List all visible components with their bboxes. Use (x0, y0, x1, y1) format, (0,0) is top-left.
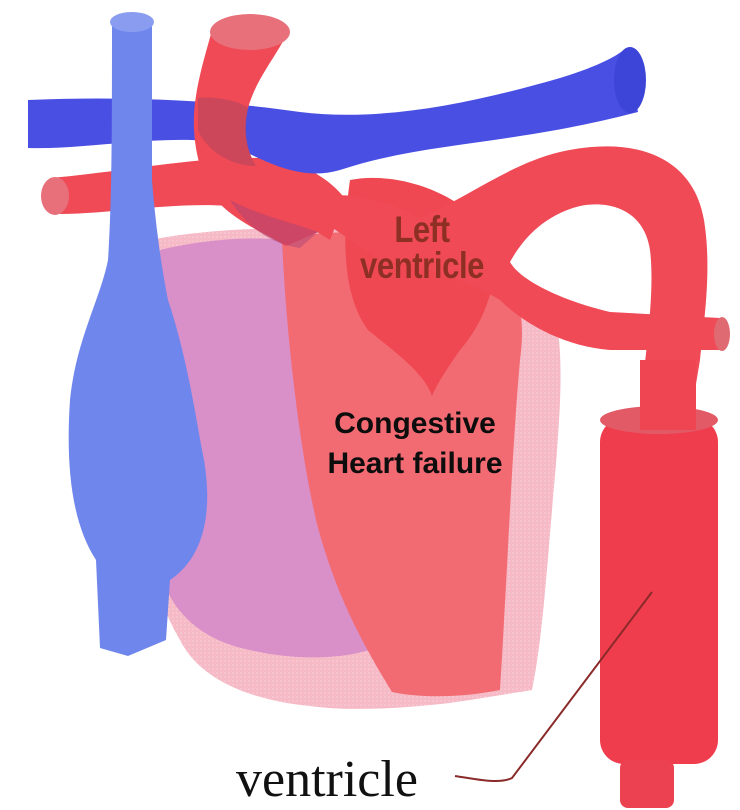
descending-aorta (600, 418, 718, 764)
left-ventricle-label-line1: Left (338, 212, 506, 248)
chf-label-line1: Congestive (290, 404, 540, 444)
chf-label-line2: Heart failure (290, 444, 540, 484)
congestive-heart-failure-label: Congestive Heart failure (290, 404, 540, 484)
left-ventricle-label: Left ventricle (338, 212, 506, 284)
left-ventricle-label-line2: ventricle (338, 248, 506, 284)
ventricle-callout-label: ventricle (236, 750, 418, 810)
